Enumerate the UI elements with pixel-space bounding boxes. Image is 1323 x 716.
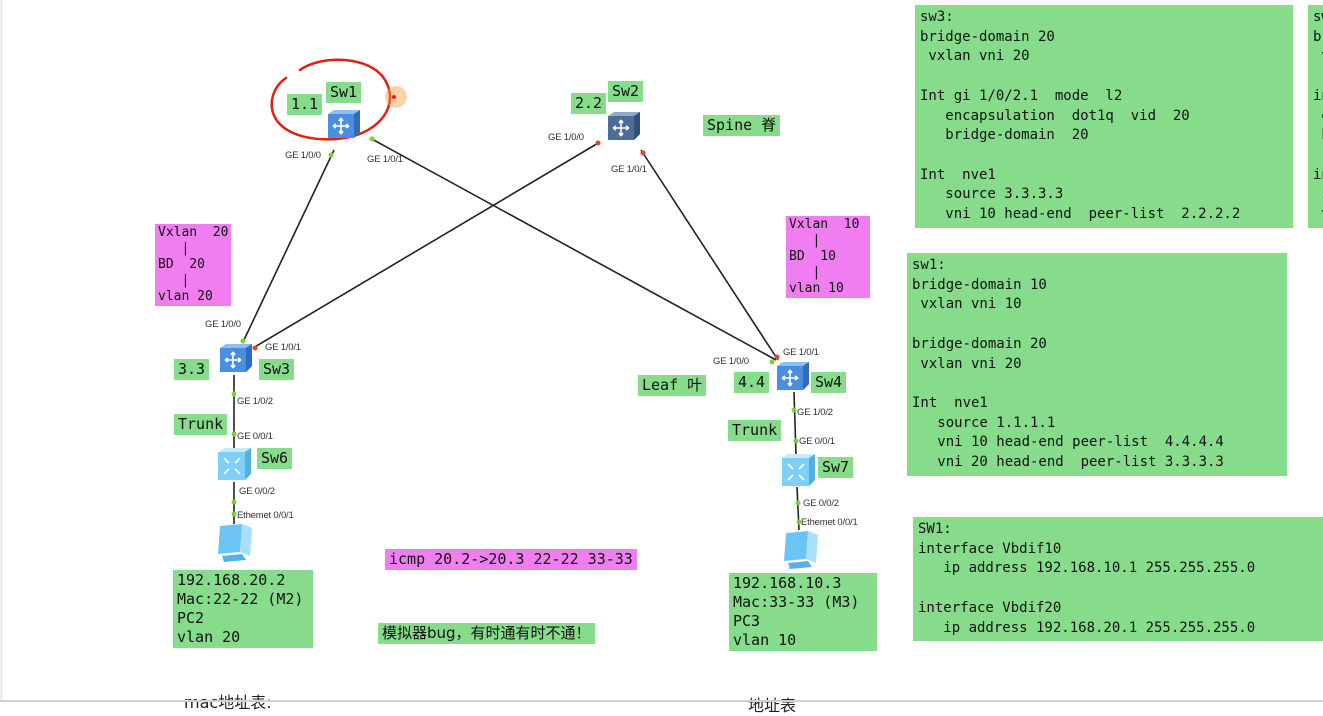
vxlan-mapping-right: Vxlan 10 | BD 10 | vlan 10 [786,216,870,298]
pc3-info-box: 192.168.10.3 Mac:33-33 (M3) PC3 vlan 10 [729,573,877,651]
mac-table-heading-right: 地址表 [748,696,797,715]
port-label: GE 1/0/0 [548,132,584,143]
link-sw4-sw7[interactable] [793,391,797,456]
bottom-border [0,700,1323,702]
sw6-access-switch-icon[interactable] [215,446,255,482]
port-dot-up [369,136,375,142]
port-dot-down [252,345,258,351]
vxlan-mapping-left: Vxlan 20 | BD 20 | vlan 20 [155,224,232,306]
port-dot-up [328,152,334,158]
port-dot-up [231,499,237,505]
port-dot-up [231,511,237,517]
sw2-core-switch-icon[interactable] [604,110,644,142]
port-dot-up [769,359,775,365]
port-dot-up [231,431,237,437]
port-label: GE 0/0/1 [799,436,835,447]
port-label: GE 1/0/0 [285,150,321,161]
sw1-name-label: Sw1 [326,82,362,103]
port-dot-up [793,438,799,444]
port-label: GE 1/0/1 [611,164,647,175]
sw3-config-note: sw3: bridge-domain 20 vxlan vni 20 Int g… [915,5,1293,228]
window-edge [0,0,3,702]
port-label: GE 0/0/2 [239,486,275,497]
spine-label: Spine 脊 [703,115,781,136]
port-label: Ethemet 0/0/1 [237,510,294,521]
port-dot-up [231,391,237,397]
link-sw1-sw4[interactable] [369,137,777,361]
trunk-right-label: Trunk [728,420,782,441]
port-label: GE 1/0/2 [237,396,273,407]
sw4-name-label: Sw4 [811,372,847,393]
port-dot-up [240,338,246,344]
port-dot-up [796,519,802,525]
pc2-computer-icon[interactable] [212,522,256,564]
port-dot-down [595,140,601,146]
pc2-info-box: 192.168.20.2 Mac:22-22 (M2) PC2 vlan 20 [173,570,313,648]
partial-config-note: sw br v in e b in s v [1308,5,1323,228]
port-label: GE 1/0/2 [797,407,833,418]
link-sw1-sw3[interactable] [242,149,335,343]
port-dot-down [774,354,780,360]
port-label: GE 1/0/1 [783,347,819,358]
sw1-addr-label: 1.1 [287,94,323,115]
sw1-bridge-domain-config-note: sw1: bridge-domain 10 vxlan vni 10 bridg… [907,253,1287,476]
trunk-left-label: Trunk [174,414,228,435]
link-sw2-sw3[interactable] [252,141,601,349]
sw1-core-switch-icon[interactable] [324,108,364,140]
sw4-core-switch-icon[interactable] [773,360,813,392]
sw4-addr-label: 4.4 [734,372,770,393]
port-label: GE 1/0/1 [367,154,403,165]
port-label: GE 0/0/2 [803,498,839,509]
pc3-computer-icon[interactable] [778,529,822,571]
leaf-label: Leaf 叶 [638,375,707,396]
port-label: GE 1/0/0 [205,319,241,330]
sw7-name-label: Sw7 [818,457,854,478]
sw2-name-label: Sw2 [608,81,644,102]
sw3-addr-label: 3.3 [174,359,210,380]
port-dot-up [795,500,801,506]
port-dot-up [791,407,797,413]
port-label: Ethemet 0/0/1 [801,517,858,528]
sw6-name-label: Sw6 [257,448,293,469]
cursor-dot [392,95,396,99]
sw3-core-switch-icon[interactable] [216,342,256,374]
port-label: GE 1/0/0 [713,356,749,367]
sw2-addr-label: 2.2 [571,93,607,114]
simulator-bug-note: 模拟器bug，有时通有时不通！ [378,623,595,644]
port-label: GE 1/0/1 [265,342,301,353]
link-sw2-sw4[interactable] [640,149,779,361]
sw3-name-label: Sw3 [259,359,295,380]
port-dot-down [640,150,646,156]
port-label: GE 0/0/1 [237,431,273,442]
sw1-vbdif-config-note: SW1: interface Vbdif10 ip address 192.16… [913,517,1323,642]
sw7-access-switch-icon[interactable] [779,452,819,488]
icmp-note: icmp 20.2->20.3 22-22 33-33 [385,549,637,570]
